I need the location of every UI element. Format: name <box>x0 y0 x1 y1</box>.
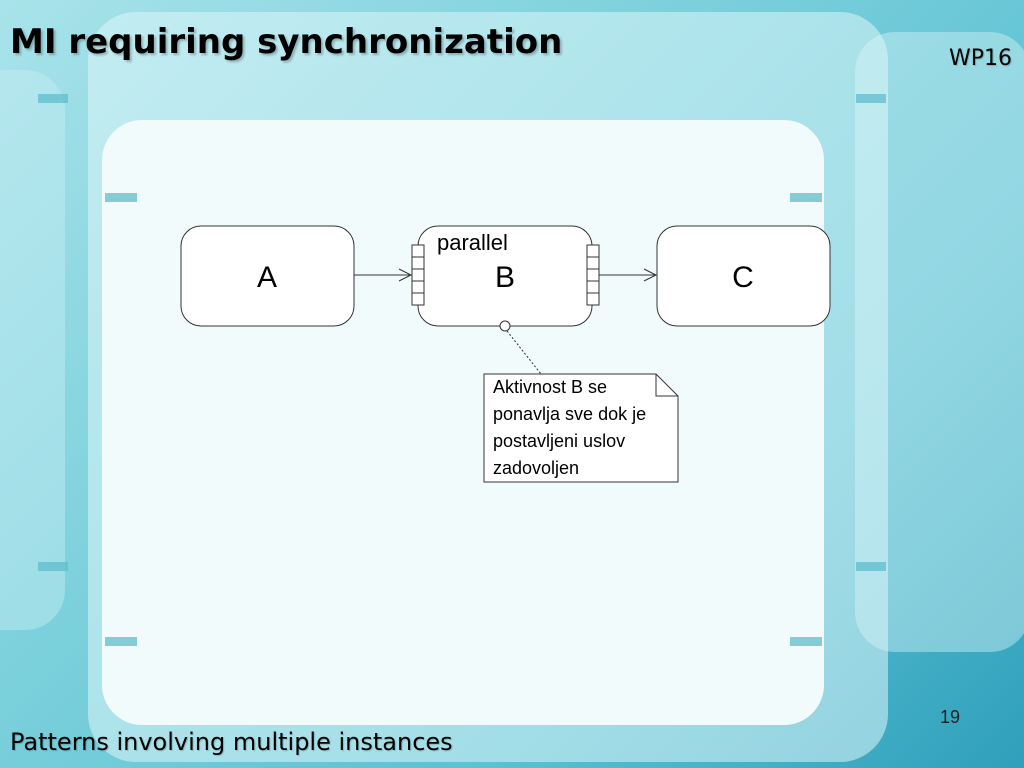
arrowhead-icon <box>398 268 413 282</box>
note-fold-icon <box>655 374 678 397</box>
pattern-tag: WP16 <box>948 46 1012 71</box>
note-line: postavljeni uslov <box>493 431 625 451</box>
note-text: Aktivnost B se ponavlja sve dok je posta… <box>493 377 651 478</box>
arrowhead-icon <box>643 268 658 282</box>
note-line: Aktivnost B se <box>493 377 607 397</box>
decorative-tick <box>105 637 137 646</box>
note-line: ponavlja sve dok je <box>493 404 646 424</box>
slide-title: MI requiring synchronization <box>10 22 563 62</box>
page-number: 19 <box>940 707 961 727</box>
decorative-tick <box>38 562 68 571</box>
decorative-tick <box>790 193 822 202</box>
activity-a-label: A <box>257 261 277 294</box>
activity-b-label: B <box>495 261 515 294</box>
decorative-tick <box>856 94 886 103</box>
activity-c-label: C <box>732 261 754 294</box>
note-connector <box>506 330 542 375</box>
decorative-tick <box>856 562 886 571</box>
activity-a <box>180 225 355 327</box>
output-pin-stack <box>586 244 600 306</box>
note-anchor-icon <box>499 320 511 332</box>
slide-footer: Patterns involving multiple instances <box>10 728 453 756</box>
decorative-tick <box>790 637 822 646</box>
note-box <box>483 373 679 483</box>
decorative-tick <box>38 94 68 103</box>
input-pin-stack <box>411 244 425 306</box>
activity-b-stereotype: parallel <box>437 230 508 255</box>
activity-c <box>656 225 831 327</box>
note-line: zadovoljen <box>493 458 579 478</box>
decorative-tick <box>105 193 137 202</box>
